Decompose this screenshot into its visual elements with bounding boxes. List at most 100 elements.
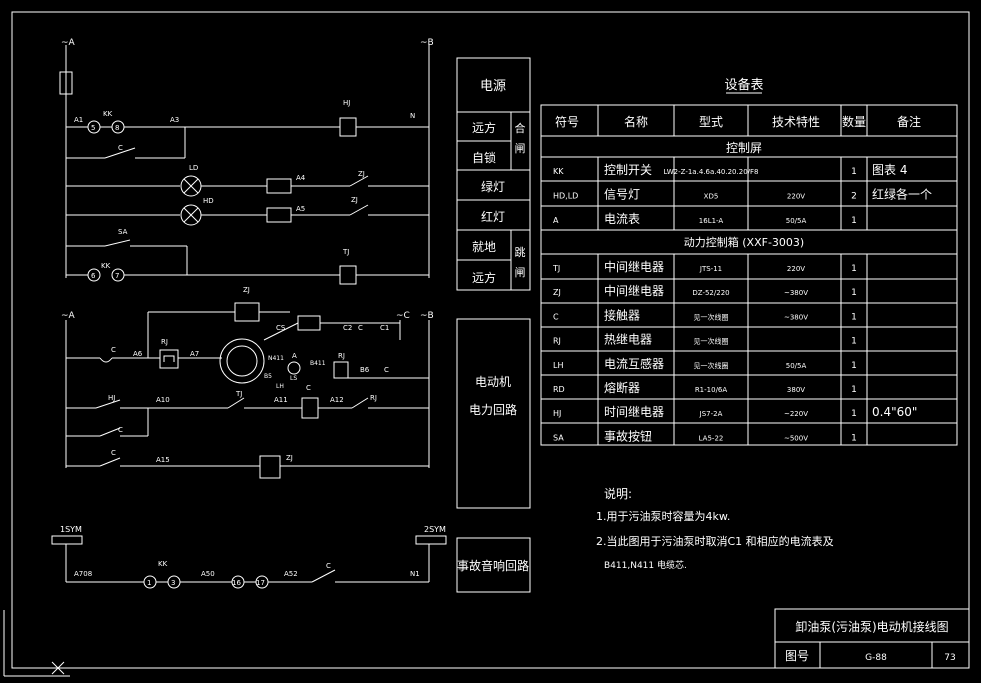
power-box-row-cell: 电流互感器	[604, 356, 664, 371]
power-box-row-cell: JTS-11	[699, 265, 722, 273]
terminal-6	[87, 268, 101, 282]
label-c: C	[118, 144, 123, 152]
drawing-no: G-88	[865, 653, 887, 663]
power-box-row-cell: 1	[851, 312, 857, 322]
label-cs: CS	[276, 324, 286, 332]
panel-red: 红灯	[481, 209, 505, 224]
terminal-label: 1	[147, 579, 151, 587]
power-box-row-cell: 1	[851, 385, 857, 395]
resistor-a4	[266, 178, 292, 194]
power-box-row-cell: 中间继电器	[604, 283, 664, 298]
label-sa: SA	[118, 228, 128, 236]
panel-close: 合闸	[515, 121, 526, 155]
label-c2: C2	[343, 324, 352, 332]
notes-title: 说明:	[604, 486, 632, 501]
label-a3: A3	[170, 116, 179, 124]
motor-panel-box	[456, 318, 531, 509]
side-panel-box	[456, 57, 531, 291]
coil-c	[301, 397, 319, 419]
coil-hj	[339, 117, 357, 137]
terminal-label: 7	[115, 272, 119, 280]
label-supply-b: ~B	[420, 38, 434, 48]
power-box-row-cell: ZJ	[553, 288, 561, 297]
label-a708: A708	[74, 570, 92, 578]
power-box-row-cell: 1	[851, 361, 857, 371]
panel-alarm: 事故音响回路	[457, 558, 529, 573]
label-a6: A6	[133, 350, 143, 358]
power-box-row-cell: ~380V	[784, 313, 808, 321]
label-supply-a: ~A	[61, 38, 76, 48]
terminal-label: 6	[91, 272, 96, 280]
label-a1: A1	[74, 116, 83, 124]
header-remark: 备注	[897, 114, 921, 129]
label-n1: N1	[410, 570, 420, 578]
terminal-label: 3	[171, 579, 175, 587]
motor-circle	[219, 338, 265, 384]
label-zj3: ZJ	[286, 454, 293, 462]
alarm-panel-box	[456, 537, 531, 593]
control-panel-row-cell: 红绿各一个	[872, 187, 932, 202]
label-c5: C	[384, 366, 389, 374]
motor-circuit: ~A ~C ~B ZJ C A6 RJ A7 CS C2 C C1 N411 A	[61, 286, 434, 479]
header-symbol: 符号	[555, 114, 579, 129]
power-box-row-cell: LH	[553, 361, 563, 370]
label-tj2: TJ	[235, 390, 242, 398]
label-tj: TJ	[342, 248, 349, 256]
label-rj: RJ	[161, 338, 168, 346]
label-hj2: HJ	[108, 394, 115, 402]
power-box-row-cell: C	[553, 312, 559, 321]
label-rj3: RJ	[370, 394, 377, 402]
label-supply-b2: ~B	[420, 311, 434, 321]
control-panel-row-cell: 1	[851, 216, 857, 226]
control-panel-row-cell: XD5	[704, 193, 719, 201]
panel-green: 绿灯	[481, 179, 505, 194]
coil-zj-top	[234, 302, 260, 322]
control-panel-row-cell: 2	[851, 192, 857, 202]
power-box-row-cell: 热继电器	[604, 333, 652, 347]
notes-line-1: 1.用于污油泵时容量为4kw.	[596, 509, 730, 523]
label-ld: LD	[189, 164, 198, 172]
page-number: 73	[944, 653, 955, 663]
side-panel: 电源 远方 自锁 合闸 绿灯 红灯 就地 远方 跳闸 电动机 电力回路 事故音响…	[456, 57, 531, 593]
power-box-row-cell: 事故按钮	[604, 428, 652, 443]
power-box-row-cell: 1	[851, 264, 857, 274]
bus-bar-left	[51, 535, 83, 545]
label-a-amp: A	[292, 352, 297, 360]
label-c6: C	[306, 384, 311, 392]
label-c8: C	[111, 449, 116, 457]
power-box-row-cell: 中间继电器	[604, 259, 664, 274]
power-box-row-cell: 380V	[787, 386, 805, 394]
equipment-table: 设备表 符号 名称 型式 技术特性 数量 备注 控制屏 动力控制箱 (XXF-3…	[540, 77, 958, 446]
control-panel-row-cell: KK	[553, 167, 564, 176]
label-a10: A10	[156, 396, 170, 404]
power-box-row-cell: ~220V	[784, 410, 808, 418]
table-border	[540, 104, 958, 446]
notes-line-3: B411,N411 电缆芯.	[604, 559, 687, 571]
label-zj2: ZJ	[351, 196, 358, 204]
coil-c2	[297, 315, 321, 331]
power-box-row-cell: ~500V	[784, 434, 808, 442]
panel-remote2: 远方	[472, 270, 496, 285]
control-panel-row-cell: LW2-Z-1a.4.6a.40.20.20/F8	[664, 168, 759, 176]
label-kk: KK	[103, 110, 113, 118]
label-kk3: KK	[158, 560, 168, 568]
label-a15: A15	[156, 456, 170, 464]
power-box-row-cell: TJ	[552, 264, 560, 273]
title-block-box	[774, 608, 970, 669]
motor-inner	[226, 345, 258, 377]
alarm-circuit: 1SYM 2SYM A708 1 KK 3 A50 16 17 A52 C N1	[51, 525, 447, 589]
label-b6: B6	[360, 366, 370, 374]
label-n411: N411	[268, 355, 284, 362]
power-box-row-cell: R1-10/6A	[695, 386, 728, 394]
label-a11: A11	[274, 396, 288, 404]
notes-line-2: 2.当此图用于污油泵时取消C1 和相应的电流表及	[596, 534, 834, 548]
drawing-title: 卸油泵(污油泵)电动机接线图	[795, 619, 948, 634]
power-box-row-cell: HJ	[553, 409, 561, 418]
power-box-row-cell: JS7-2A	[699, 410, 723, 418]
label-c-main: C	[111, 346, 116, 354]
power-box-row-cell: 0.4"60"	[872, 405, 917, 419]
label-bus-right: 2SYM	[424, 525, 446, 534]
coil-tj	[339, 265, 357, 285]
power-box-row-cell: LA5-22	[699, 434, 724, 442]
terminal-label: 17	[256, 579, 265, 587]
